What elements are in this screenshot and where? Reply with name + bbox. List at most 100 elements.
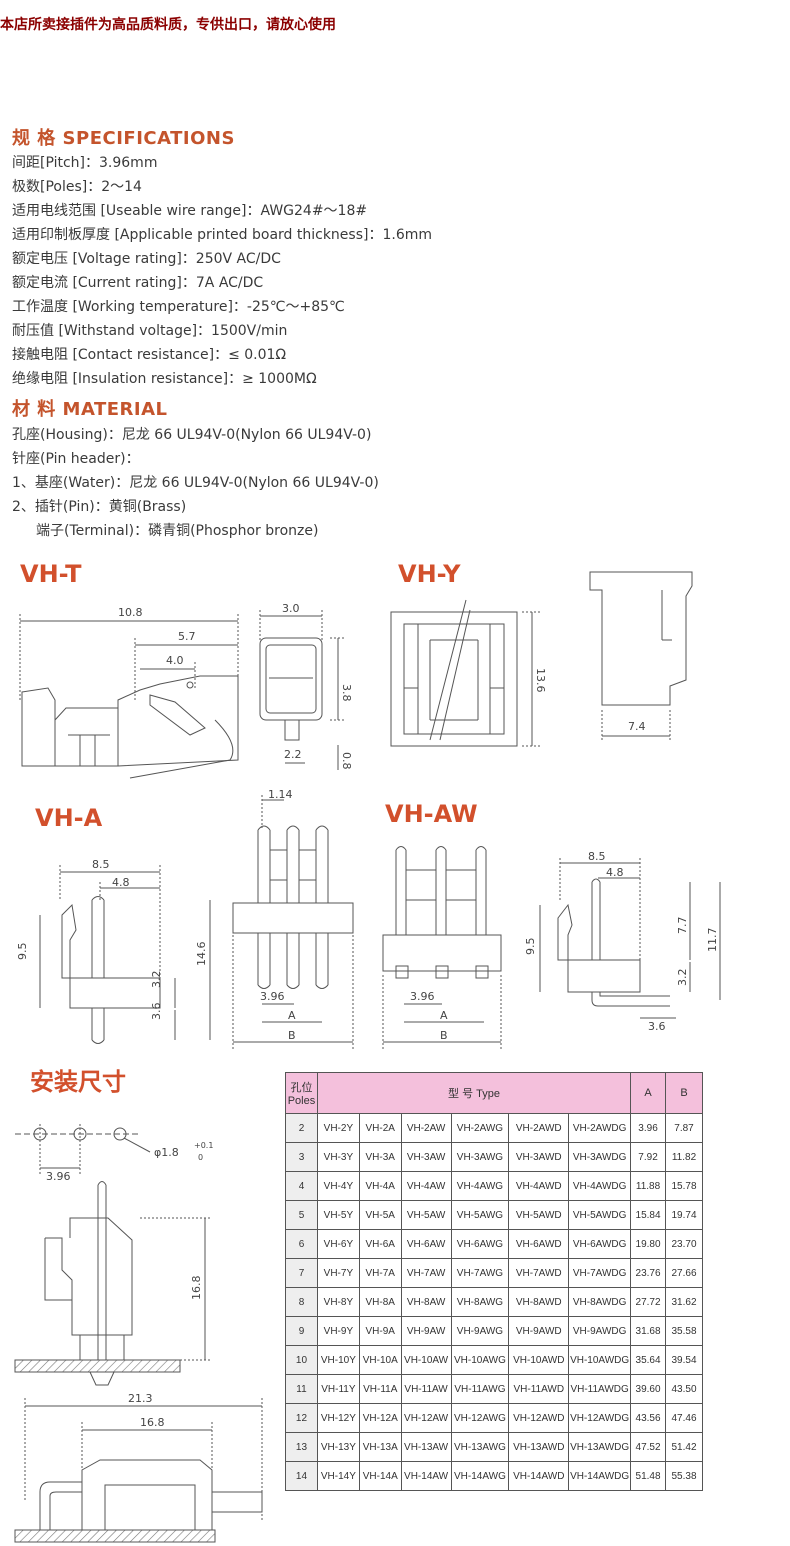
dim-install-16-8b: 16.8 xyxy=(140,1416,165,1429)
cell-model-awg: VH-9AWG xyxy=(450,1316,510,1346)
dim-vh-a-9-5: 9.5 xyxy=(16,943,29,961)
cell-model-awdg: VH-6AWDG xyxy=(568,1229,632,1259)
cell-dim-b: 15.78 xyxy=(665,1171,703,1201)
dim-install-tol-dn: 0 xyxy=(198,1153,203,1162)
cell-model-y: VH-10Y xyxy=(316,1345,360,1375)
cell-model-awd: VH-5AWD xyxy=(508,1200,570,1230)
cell-model-awd: VH-11AWD xyxy=(508,1374,570,1404)
cell-dim-b: 51.42 xyxy=(665,1432,703,1462)
cell-model-a: VH-3A xyxy=(358,1142,402,1172)
cell-model-awd: VH-2AWD xyxy=(508,1113,570,1143)
cell-model-aw: VH-4AW xyxy=(400,1171,452,1201)
dim-vh-a-8-5: 8.5 xyxy=(92,858,110,871)
cell-model-aw: VH-14AW xyxy=(400,1461,452,1491)
cell-dim-a: 47.52 xyxy=(630,1432,666,1462)
cell-model-aw: VH-12AW xyxy=(400,1403,452,1433)
cell-model-awd: VH-8AWD xyxy=(508,1287,570,1317)
cell-model-awd: VH-12AWD xyxy=(508,1403,570,1433)
cell-model-y: VH-4Y xyxy=(316,1171,360,1201)
cell-dim-a: 23.76 xyxy=(630,1258,666,1288)
banner-text: 本店所卖接插件为高品质料质，专供出口，请放心使用 xyxy=(0,17,336,33)
cell-model-aw: VH-5AW xyxy=(400,1200,452,1230)
cell-model-a: VH-7A xyxy=(358,1258,402,1288)
cell-model-a: VH-6A xyxy=(358,1229,402,1259)
cell-model-aw: VH-2AW xyxy=(400,1113,452,1143)
cell-poles: 5 xyxy=(285,1200,318,1230)
material-pin: 2、插针(Pin)：黄铜(Brass) xyxy=(12,499,187,515)
cell-dim-a: 15.84 xyxy=(630,1200,666,1230)
cell-model-awg: VH-10AWG xyxy=(450,1345,510,1375)
cell-poles: 2 xyxy=(285,1113,318,1143)
material-water: 1、基座(Water)：尼龙 66 UL94V-0(Nylon 66 UL94V… xyxy=(12,475,379,491)
spec-working-temperature: 工作温度 [Working temperature]：-25℃～+85℃ xyxy=(12,299,345,315)
cell-poles: 6 xyxy=(285,1229,318,1259)
cell-dim-a: 51.48 xyxy=(630,1461,666,1491)
spec-board-thickness: 适用印制板厚度 [Applicable printed board thickn… xyxy=(12,227,433,243)
cell-dim-b: 27.66 xyxy=(665,1258,703,1288)
cell-dim-b: 11.82 xyxy=(665,1142,703,1172)
cell-model-a: VH-5A xyxy=(358,1200,402,1230)
cell-model-awg: VH-3AWG xyxy=(450,1142,510,1172)
cell-model-aw: VH-11AW xyxy=(400,1374,452,1404)
material-terminal: 端子(Terminal)：磷青铜(Phosphor bronze) xyxy=(36,523,319,539)
material-pin-header: 针座(Pin header)： xyxy=(12,451,140,467)
cell-dim-b: 55.38 xyxy=(665,1461,703,1491)
material-housing: 孔座(Housing)：尼龙 66 UL94V-0(Nylon 66 UL94V… xyxy=(12,427,372,443)
cell-model-a: VH-11A xyxy=(358,1374,402,1404)
model-title-vh-a: VH-A xyxy=(35,804,103,832)
spec-current-rating: 额定电流 [Current rating]：7A AC/DC xyxy=(12,275,264,291)
cell-dim-b: 47.46 xyxy=(665,1403,703,1433)
cell-model-y: VH-5Y xyxy=(316,1200,360,1230)
cell-model-awd: VH-14AWD xyxy=(508,1461,570,1491)
dim-vh-aw-a: A xyxy=(440,1009,448,1022)
dim-vh-aw-4-8: 4.8 xyxy=(606,866,624,879)
dim-vh-t-5-7: 5.7 xyxy=(178,630,196,643)
vh-a-front-view xyxy=(232,795,354,1050)
cell-dim-b: 35.58 xyxy=(665,1316,703,1346)
cell-poles: 10 xyxy=(285,1345,318,1375)
header-b: B xyxy=(665,1072,703,1114)
cell-model-awdg: VH-4AWDG xyxy=(568,1171,632,1201)
cell-model-a: VH-14A xyxy=(358,1461,402,1491)
cell-model-aw: VH-13AW xyxy=(400,1432,452,1462)
cell-dim-a: 43.56 xyxy=(630,1403,666,1433)
cell-poles: 4 xyxy=(285,1171,318,1201)
cell-poles: 12 xyxy=(285,1403,318,1433)
header-type: 型 号 Type xyxy=(316,1072,632,1114)
cell-model-awdg: VH-5AWDG xyxy=(568,1200,632,1230)
dim-vh-aw-7-7: 7.7 xyxy=(676,917,689,935)
dim-vh-aw-b: B xyxy=(440,1029,448,1042)
cell-dim-a: 27.72 xyxy=(630,1287,666,1317)
install-dimensions-title: 安装尺寸 xyxy=(30,1068,126,1096)
cell-model-y: VH-2Y xyxy=(316,1113,360,1143)
cell-model-awg: VH-6AWG xyxy=(450,1229,510,1259)
cell-dim-b: 39.54 xyxy=(665,1345,703,1375)
cell-model-y: VH-14Y xyxy=(316,1461,360,1491)
cell-model-awg: VH-14AWG xyxy=(450,1461,510,1491)
cell-poles: 11 xyxy=(285,1374,318,1404)
cell-poles: 13 xyxy=(285,1432,318,1462)
dim-vh-t-3-8: 3.8 xyxy=(340,684,353,702)
cell-model-awg: VH-8AWG xyxy=(450,1287,510,1317)
vh-t-terminal-drawing xyxy=(19,614,239,779)
cell-model-awg: VH-11AWG xyxy=(450,1374,510,1404)
spec-poles: 极数[Poles]：2～14 xyxy=(12,179,142,195)
cell-model-a: VH-2A xyxy=(358,1113,402,1143)
cell-model-awd: VH-13AWD xyxy=(508,1432,570,1462)
dim-vh-aw-3-6: 3.6 xyxy=(648,1020,666,1033)
cell-dim-b: 23.70 xyxy=(665,1229,703,1259)
dim-vh-a-3-96: 3.96 xyxy=(260,990,285,1003)
cell-dim-b: 31.62 xyxy=(665,1287,703,1317)
spec-pitch: 间距[Pitch]：3.96mm xyxy=(12,155,158,171)
vh-a-side-view xyxy=(39,865,211,1044)
material-title: 材 料 MATERIAL xyxy=(12,399,168,420)
dim-vh-a-3-2: 3.2 xyxy=(150,971,163,989)
